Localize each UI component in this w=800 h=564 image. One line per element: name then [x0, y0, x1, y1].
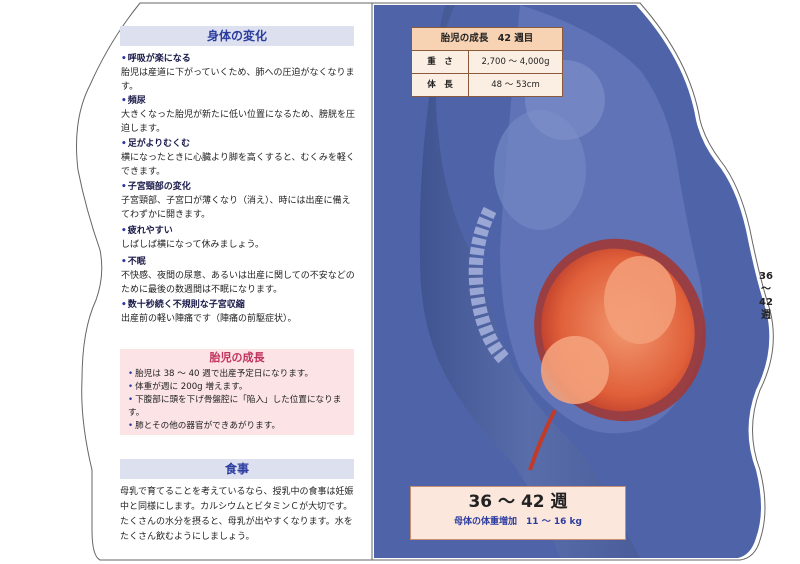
list-item: 子宮頸部の変化 子宮頸部、子宮口が薄くなり（消え）、時には出産に備えてわずかに開…: [121, 180, 359, 222]
fetal-growth-heading: 胎児の成長: [209, 351, 265, 364]
item-body: 不快感、夜間の尿意、あるいは出産に関しての不安などのために最後の数週間は不眠にな…: [121, 271, 355, 295]
list-item: 下腹部に頭を下げ骨盤腔に「陥入」した位置になります。: [128, 394, 350, 420]
diet-text: 母乳で育てることを考えているなら、授乳中の食事は妊娠中と同様にします。カルシウム…: [120, 487, 354, 542]
row-label: 重 さ: [412, 51, 469, 73]
diet-heading: 食事: [120, 459, 354, 479]
side-tab-line: 36: [759, 271, 773, 282]
list-item: 足がよりむくむ 横になったときに心臓より脚を高くすると、むくみを軽くできます。: [121, 137, 359, 179]
side-tab-line: 42: [759, 297, 773, 308]
fetus-size-table: 胎児の成長 42 週目 重 さ 2,700 〜 4,000g 体 長 48 〜 …: [411, 27, 563, 97]
week-box: 36 〜 42 週 母体の体重増加 11 〜 16 kg: [410, 486, 626, 540]
item-body: 子宮頸部、子宮口が薄くなり（消え）、時には出産に備えてわずかに開きます。: [121, 196, 351, 220]
item-title: 子宮頸部の変化: [121, 180, 359, 194]
list-item: 呼吸が楽になる 胎児は産道に下がっていくため、肺への圧迫がなくなります。: [121, 52, 359, 94]
row-value: 48 〜 53cm: [491, 80, 540, 90]
body-changes-heading: 身体の変化: [120, 26, 354, 46]
list-item: 疲れやすい しばしば横になって休みましょう。: [121, 224, 359, 252]
item-body: 出産前の軽い陣痛です（陣痛の前駆症状）。: [121, 314, 297, 324]
list-item: 頻尿 大きくなった胎児が新たに低い位置になるため、膀胱を圧迫します。: [121, 94, 359, 136]
row-label: 体 長: [412, 74, 469, 96]
row-value: 2,700 〜 4,000g: [481, 57, 550, 67]
table-row: 体 長 48 〜 53cm: [412, 74, 562, 96]
table-heading: 胎児の成長 42 週目: [412, 28, 562, 51]
item-title: 足がよりむくむ: [121, 137, 359, 151]
list-item: 肺とその他の器官ができあがります。: [128, 420, 350, 433]
item-title: 疲れやすい: [121, 224, 359, 238]
item-title: 呼吸が楽になる: [121, 52, 359, 66]
item-body: しばしば横になって休みましょう。: [121, 240, 265, 250]
item-title: 不眠: [121, 255, 359, 269]
table-row: 重 さ 2,700 〜 4,000g: [412, 51, 562, 74]
list-item: 数十秒続く不規則な子宮収縮 出産前の軽い陣痛です（陣痛の前駆症状）。: [121, 298, 359, 326]
week-title: 36 〜 42 週: [468, 492, 568, 512]
side-tab-line: 週: [761, 310, 771, 321]
weight-gain-label: 母体の体重増加 11 〜 16 kg: [454, 517, 582, 527]
item-body: 大きくなった胎児が新たに低い位置になるため、膀胱を圧迫します。: [121, 110, 356, 134]
list-item: 体重が週に 200g 増えます。: [128, 381, 350, 394]
side-tab-line: 〜: [761, 284, 771, 295]
item-body: 横になったときに心臓より脚を高くすると、むくみを軽くできます。: [121, 153, 355, 177]
list-item: 胎児は 38 〜 40 週で出産予定日になります。: [128, 368, 350, 381]
item-title: 数十秒続く不規則な子宮収縮: [121, 298, 359, 312]
list-item: 不眠 不快感、夜間の尿意、あるいは出産に関しての不安などのために最後の数週間は不…: [121, 255, 359, 297]
week-side-tab[interactable]: 36 〜 42 週: [754, 270, 778, 322]
item-title: 頻尿: [121, 94, 359, 108]
fetal-growth-box: 胎児の成長 胎児は 38 〜 40 週で出産予定日になります。 体重が週に 20…: [120, 349, 354, 435]
item-body: 胎児は産道に下がっていくため、肺への圧迫がなくなります。: [121, 68, 355, 92]
